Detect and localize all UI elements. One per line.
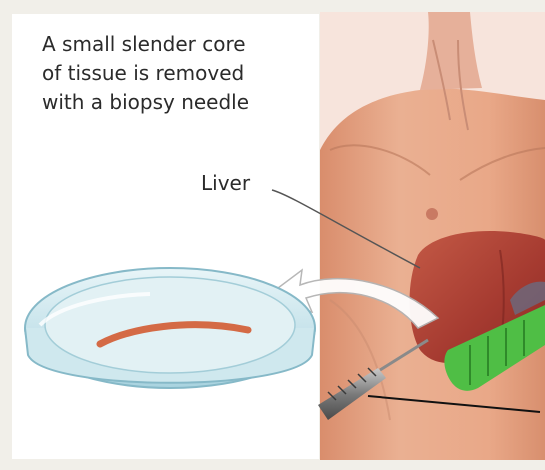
caption-line-2: of tissue is removed [42,59,312,88]
nipple [426,208,438,220]
caption-line-1: A small slender core [42,30,312,59]
procedure-caption: A small slender core of tissue is remove… [42,30,312,117]
caption-line-3: with a biopsy needle [42,88,312,117]
liver-label: Liver [201,171,250,195]
